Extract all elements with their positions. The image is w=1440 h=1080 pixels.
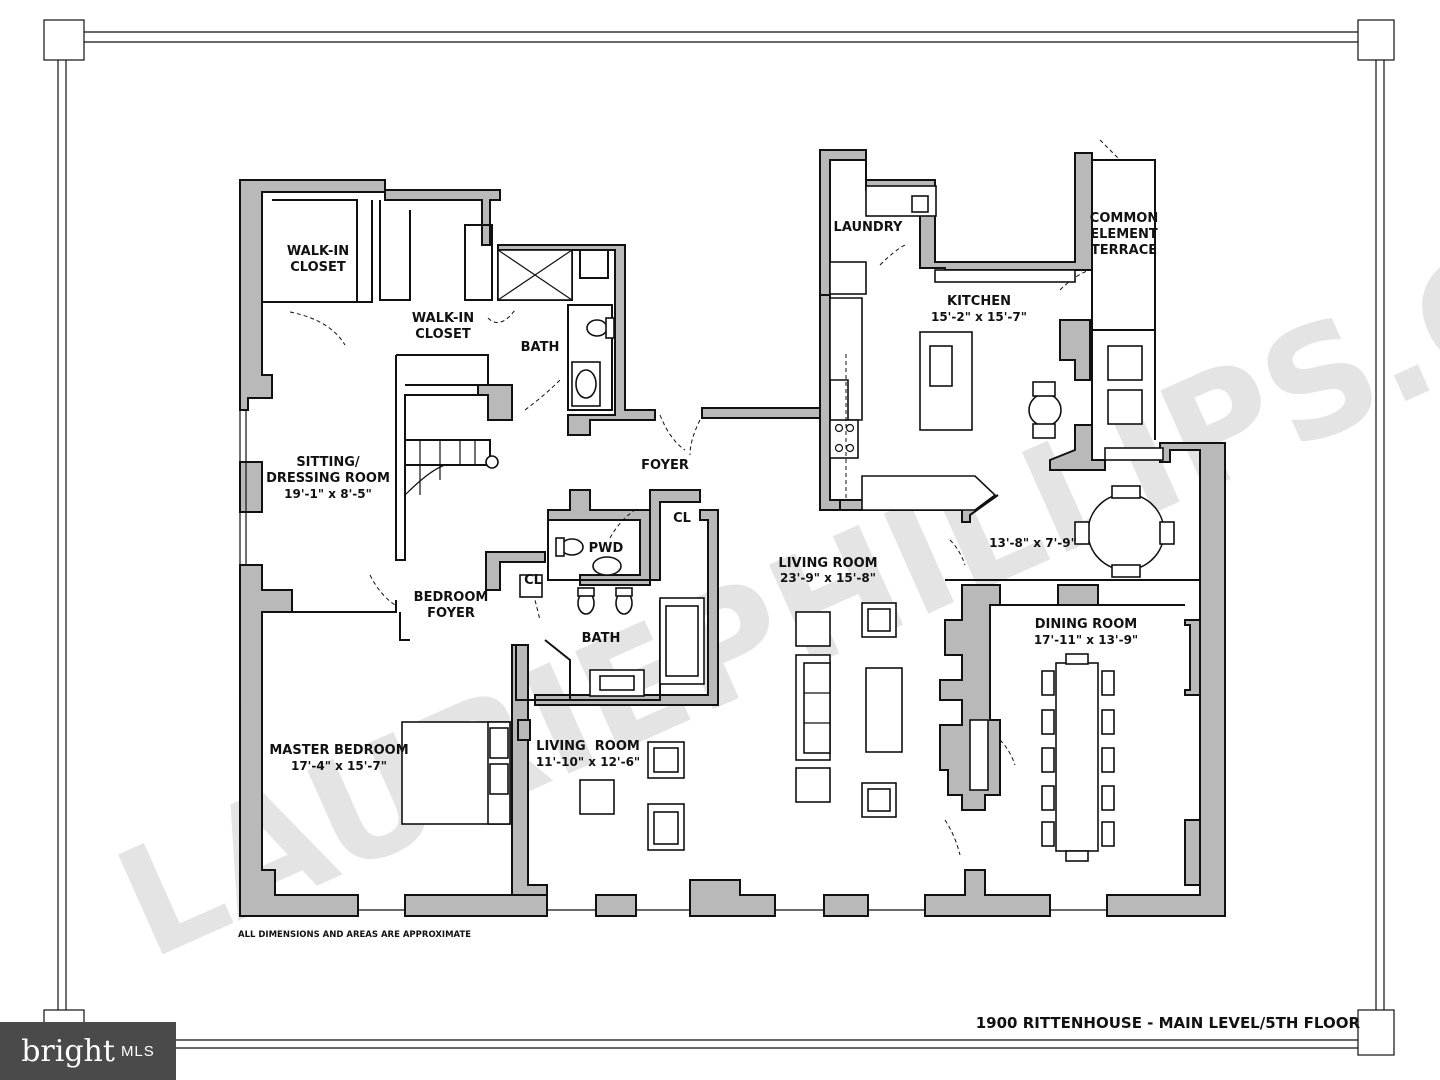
laundry-label: LAUNDRY (834, 220, 903, 235)
dining-table (1041, 653, 1115, 862)
terrace-label-1: COMMON (1090, 211, 1158, 226)
terrace-label-2: ELEMENT (1090, 227, 1158, 242)
dining-room-dims: 17'-11" x 13'-9" (1034, 633, 1138, 647)
terrace-step (1104, 447, 1164, 461)
bright-mls-logo: bright MLS (0, 1022, 176, 1080)
kitchen-counter-bottom (861, 475, 997, 511)
living-room-large-label: LIVING ROOM (778, 556, 877, 571)
sheet-frame (43, 19, 1395, 1056)
terrace-chair-2 (1107, 389, 1143, 425)
powder-toilet (555, 537, 584, 557)
breakfast-table (1074, 485, 1175, 578)
bath-upper-label: BATH (521, 340, 560, 355)
closet-box (519, 574, 543, 598)
cooktop (829, 419, 859, 459)
dining-room-label: DINING ROOM (1035, 617, 1137, 632)
living-room-large-dims: 23'-9" x 15'-8" (780, 571, 876, 585)
master-bedroom-dims: 17'-4" x 15'-7" (291, 759, 387, 773)
terrace-label-3: TERRACE (1091, 243, 1157, 258)
small-living-room-furniture (579, 741, 685, 851)
bed (401, 721, 511, 825)
walk-in-closet-2-label: WALK-IN (412, 311, 474, 326)
vanity-sink (599, 675, 635, 691)
closet-2-label: CL (524, 573, 542, 588)
walk-in-closet-2-label-2: CLOSET (415, 327, 471, 342)
toilet-upper (586, 317, 615, 339)
kitchen-dims: 15'-2" x 15'-7" (931, 310, 1027, 324)
shower (497, 249, 573, 301)
door-swings (289, 139, 1121, 856)
brand-suffix: MLS (120, 1042, 155, 1060)
kitchen-table (1028, 381, 1062, 439)
bathtub (659, 597, 705, 685)
closet-1-label: CL (673, 511, 691, 526)
brand-name: bright (21, 1033, 115, 1069)
watermark: LAURIEPHILLIPS.COM (94, 101, 1440, 993)
bath-lower-label: BATH (582, 631, 621, 646)
fireplace (969, 719, 989, 791)
sitting-room-label-2: DRESSING ROOM (266, 471, 390, 486)
terrace-chair-1 (1107, 345, 1143, 381)
bath-lower-toilets (577, 587, 633, 615)
island-sink (929, 345, 953, 387)
bedroom-foyer-label-1: BEDROOM (414, 590, 489, 605)
breakfast-dims: 13'-8" x 7'-9" (989, 536, 1077, 550)
living-room-small-dims: 11'-10" x 12'-6" (536, 755, 640, 769)
plan-title: 1900 RITTENHOUSE - MAIN LEVEL/5TH FLOOR (976, 1014, 1361, 1032)
master-bedroom-label: MASTER BEDROOM (269, 743, 408, 758)
sitting-room-label-1: SITTING/ (296, 455, 360, 470)
bedroom-foyer-label-2: FOYER (427, 606, 475, 621)
sink-upper (571, 361, 601, 407)
walk-in-closet-1-label-2: CLOSET (290, 260, 346, 275)
living-room-small-label: LIVING ROOM (536, 739, 640, 754)
foyer-label: FOYER (641, 458, 689, 473)
laundry-sink (911, 195, 929, 213)
powder-sink (592, 556, 622, 576)
living-room-furniture (795, 602, 903, 818)
room-labels: WALK-IN CLOSET WALK-IN CLOSET BATH LAUND… (266, 211, 1158, 773)
washer (829, 261, 867, 295)
staircase (404, 439, 499, 496)
kitchen-counter-top (934, 269, 1076, 283)
disclaimer: ALL DIMENSIONS AND AREAS ARE APPROXIMATE (238, 930, 471, 940)
powder-room-label: PWD (589, 541, 624, 556)
kitchen-label: KITCHEN (947, 294, 1011, 309)
fixtures (239, 185, 1175, 911)
walk-in-closet-1-label: WALK-IN (287, 244, 349, 259)
kitchen-counter-left (829, 297, 863, 421)
sitting-room-dims: 19'-1" x 8'-5" (284, 487, 372, 501)
